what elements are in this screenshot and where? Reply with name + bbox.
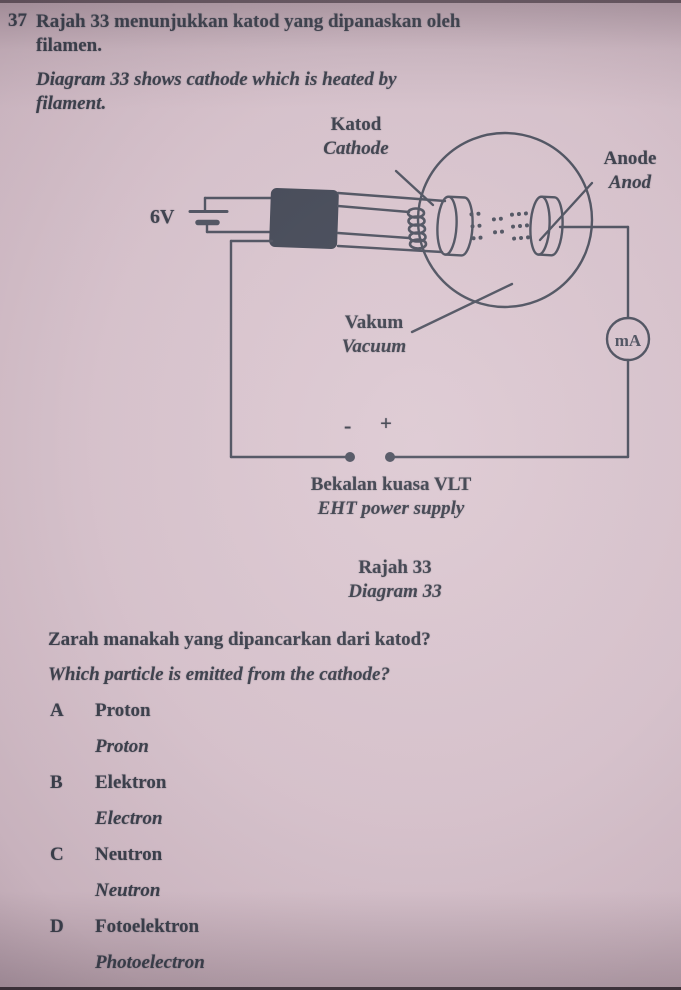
- vacuum-label-malay: Vakum: [344, 312, 404, 333]
- option-letter: C: [50, 844, 64, 865]
- positive-terminal-sign: +: [380, 411, 392, 435]
- anode-label-malay: Anod: [608, 172, 652, 193]
- figure-caption: Rajah 33 Diagram 33: [305, 556, 485, 604]
- option-c: C Neutron Neutron: [50, 843, 470, 903]
- negative-terminal-sign: -: [344, 413, 352, 438]
- milliammeter: mA: [607, 318, 649, 360]
- vacuum-bulb-outline: [418, 133, 592, 307]
- eht-positive-terminal: [385, 452, 395, 462]
- power-supply-label-english: EHT power supply: [317, 498, 465, 519]
- option-letter: A: [50, 700, 64, 721]
- filament-supply-wires: [205, 198, 272, 232]
- anode-electrode: [529, 196, 564, 256]
- options-list: A Proton Proton B Elektron Electron C Ne…: [50, 699, 470, 987]
- question-prompt-english: Which particle is emitted from the catho…: [48, 664, 390, 685]
- question-stem: Rajah 33 menunjukkan katod yang dipanask…: [36, 10, 466, 116]
- vacuum-label: Vakum Vacuum: [328, 311, 420, 359]
- battery-symbol: [190, 198, 227, 232]
- cathode-label-malay: Katod: [330, 114, 382, 135]
- photo-bottom-edge: [0, 987, 681, 990]
- question-stem-english: Diagram 33 shows cathode which is heated…: [36, 69, 397, 114]
- vacuum-label-english: Vacuum: [341, 336, 407, 357]
- electron-beam-dots: [469, 211, 531, 241]
- anode-pointer-line: [540, 183, 592, 240]
- option-text-malay: Proton: [95, 700, 151, 721]
- option-text-malay: Neutron: [95, 844, 163, 865]
- question-prompt: Zarah manakah yang dipancarkan dari kato…: [48, 628, 468, 687]
- option-text-english: Neutron: [95, 880, 161, 901]
- filament-coil: [408, 209, 426, 249]
- option-a: A Proton Proton: [50, 699, 470, 759]
- power-supply-label: Bekalan kuasa VLT EHT power supply: [282, 473, 500, 521]
- battery-voltage-label: 6V: [150, 206, 175, 228]
- option-text-malay: Elektron: [95, 772, 167, 793]
- question-number: 37: [8, 10, 27, 31]
- anode-label-english: Anode: [603, 148, 657, 169]
- question-prompt-malay: Zarah manakah yang dipancarkan dari kato…: [48, 629, 431, 650]
- tube-socket: [269, 188, 339, 249]
- vacuum-pointer-line: [412, 284, 512, 332]
- option-b: B Elektron Electron: [50, 771, 470, 831]
- photo-top-edge: [0, 0, 681, 3]
- power-supply-label-malay: Bekalan kuasa VLT: [310, 474, 472, 495]
- cathode-label-english: Cathode: [323, 138, 389, 159]
- cathode-label: Katod Cathode: [298, 113, 414, 161]
- option-d: D Fotoelektron Photoelectron: [50, 915, 470, 975]
- eht-negative-terminal: [345, 452, 355, 462]
- option-letter: B: [50, 772, 63, 793]
- option-text-english: Proton: [95, 736, 149, 757]
- cathode-electrode: [436, 196, 474, 256]
- milliammeter-label: mA: [615, 331, 642, 350]
- eht-circuit-wires: [231, 227, 628, 457]
- option-letter: D: [50, 916, 64, 937]
- question-stem-malay: Rajah 33 menunjukkan katod yang dipanask…: [36, 11, 461, 56]
- option-text-english: Photoelectron: [95, 952, 205, 973]
- option-text-malay: Fotoelektron: [95, 916, 200, 937]
- option-text-english: Electron: [95, 808, 163, 829]
- figure-caption-malay: Rajah 33: [358, 557, 432, 578]
- anode-label: Anode Anod: [592, 147, 668, 195]
- figure-caption-english: Diagram 33: [348, 581, 442, 602]
- cathode-pointer-line: [396, 171, 433, 205]
